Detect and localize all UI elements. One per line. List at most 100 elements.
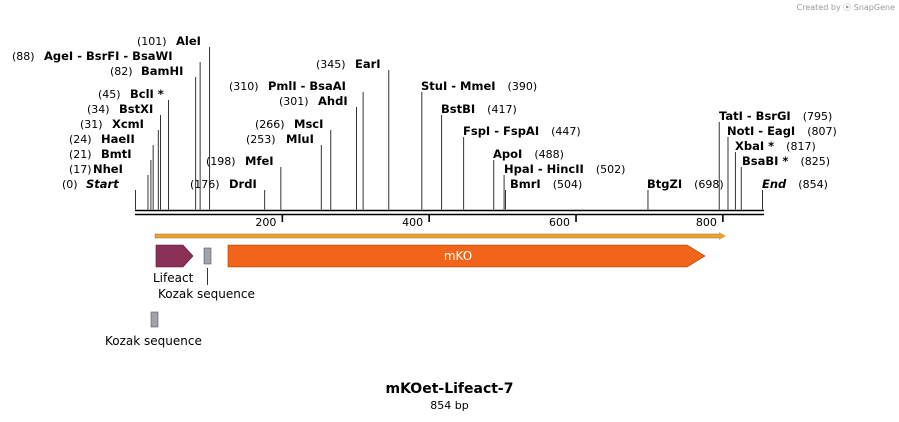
site-label-agei[interactable]: (88) AgeI - BsrFI - BsaWI xyxy=(12,49,173,63)
site-position: (82) xyxy=(110,65,133,78)
orf-bar[interactable] xyxy=(154,233,722,239)
site-name: XbaI * xyxy=(735,139,774,153)
ruler-tick-label: 200 xyxy=(255,216,276,229)
site-name: BmrI xyxy=(510,177,541,191)
site-position: (17) xyxy=(69,163,92,176)
site-position: (34) xyxy=(87,103,110,116)
site-name: BsaBI * xyxy=(742,154,788,168)
site-label-btgzi[interactable]: BtgZI (698) xyxy=(647,177,724,191)
site-name: XcmI xyxy=(112,117,144,131)
site-position: (21) xyxy=(69,148,92,161)
site-label-bmri[interactable]: BmrI (504) xyxy=(510,177,582,191)
site-label-bsabi[interactable]: BsaBI * (825) xyxy=(742,154,830,168)
site-position: (825) xyxy=(800,155,830,168)
site-label-alei[interactable]: (101) AleI xyxy=(137,34,201,48)
site-position: (176) xyxy=(190,178,220,191)
site-position: (253) xyxy=(246,133,276,146)
site-label-xcmi[interactable]: (31) XcmI xyxy=(80,117,144,131)
site-name: MfeI xyxy=(245,154,274,168)
plasmid-name: mKOet-Lifeact-7 xyxy=(385,381,514,397)
mko-feature[interactable] xyxy=(227,244,706,268)
lifeact-label: Lifeact xyxy=(153,271,194,285)
kozak-feature-2[interactable] xyxy=(150,311,159,328)
site-label-apoi[interactable]: ApoI (488) xyxy=(493,147,564,161)
site-name: End xyxy=(762,177,787,191)
site-name: HaeII xyxy=(101,132,135,146)
site-position: (45) xyxy=(98,88,121,101)
site-label-drdi[interactable]: (176) DrdI xyxy=(190,177,257,191)
site-label-ahdi[interactable]: (301) AhdI xyxy=(279,94,348,108)
site-label-pmli[interactable]: (310) PmlI - BsaAI xyxy=(229,79,346,93)
site-label-hpai[interactable]: HpaI - HincII (502) xyxy=(504,162,625,176)
site-position: (698) xyxy=(694,178,724,191)
site-position: (301) xyxy=(279,95,309,108)
site-position: (266) xyxy=(255,118,285,131)
site-name: NheI xyxy=(93,162,123,176)
lifeact-feature[interactable] xyxy=(155,244,194,268)
site-label-xbai[interactable]: XbaI *(817) xyxy=(735,139,816,153)
site-label-tati[interactable]: TatI - BsrGI (795) xyxy=(719,109,832,123)
site-label-stui[interactable]: StuI - MmeI(390) xyxy=(421,79,537,93)
site-position: (24) xyxy=(69,133,92,146)
site-position: (31) xyxy=(80,118,103,131)
site-label-fspi[interactable]: FspI - FspAI (447) xyxy=(463,124,581,138)
site-label-bstxi[interactable]: (34) BstXI xyxy=(87,102,153,116)
site-label-nhei[interactable]: (17)NheI xyxy=(69,162,123,176)
site-label-mfei[interactable]: (198) MfeI xyxy=(206,154,274,168)
site-label-noti[interactable]: NotI - EagI (807) xyxy=(727,124,837,138)
site-name: AhdI xyxy=(318,94,348,108)
site-position: (854) xyxy=(798,178,828,191)
site-position: (807) xyxy=(807,125,837,138)
site-label-end[interactable]: End (854) xyxy=(762,177,828,191)
site-position: (310) xyxy=(229,80,259,93)
site-name: MscI xyxy=(294,117,323,131)
mko-label: mKO xyxy=(444,249,472,263)
site-name: BclI * xyxy=(130,87,164,101)
site-position: (345) xyxy=(316,58,346,71)
site-label-bmti[interactable]: (21)BmtI xyxy=(69,147,132,161)
site-name: ApoI xyxy=(493,147,522,161)
site-label-bcli[interactable]: (45) BclI * xyxy=(98,87,164,101)
kozak-feature-1[interactable] xyxy=(203,247,212,265)
ruler-tick-label: 800 xyxy=(696,216,717,229)
site-position: (795) xyxy=(803,110,833,123)
snapgene-credit: Created by ⦿ SnapGene xyxy=(796,3,895,12)
site-name: PmlI - BsaAI xyxy=(268,79,346,93)
site-label-mlui[interactable]: (253) MluI xyxy=(246,132,314,146)
site-position: (198) xyxy=(206,155,236,168)
site-name: TatI - BsrGI xyxy=(719,109,791,123)
site-name: NotI - EagI xyxy=(727,124,795,138)
site-position: (502) xyxy=(596,163,626,176)
kozak-1-label: Kozak sequence xyxy=(158,287,255,301)
site-label-bamhi[interactable]: (82) BamHI xyxy=(110,64,183,78)
ruler-tick-label: 400 xyxy=(402,216,423,229)
site-label-eari[interactable]: (345) EarI xyxy=(316,57,381,71)
site-name: FspI - FspAI xyxy=(463,124,539,138)
site-label-start[interactable]: (0)Start xyxy=(62,177,119,191)
site-name: BstXI xyxy=(119,102,153,116)
site-name: MluI xyxy=(286,132,314,146)
site-name: BamHI xyxy=(141,64,183,78)
site-position: (504) xyxy=(553,178,583,191)
site-label-bstbi[interactable]: BstBI(417) xyxy=(441,102,517,116)
site-name: DrdI xyxy=(229,177,257,191)
site-name: HpaI - HincII xyxy=(504,162,584,176)
site-name: AgeI - BsrFI - BsaWI xyxy=(44,49,173,63)
site-name: BstBI xyxy=(441,102,475,116)
plasmid-length: 854 bp xyxy=(430,399,469,412)
site-label-msci[interactable]: (266) MscI xyxy=(255,117,323,131)
site-position: (101) xyxy=(137,35,167,48)
kozak-2-label: Kozak sequence xyxy=(105,334,202,348)
site-position: (88) xyxy=(12,50,35,63)
site-name: StuI - MmeI xyxy=(421,79,496,93)
site-name: BtgZI xyxy=(647,177,682,191)
ruler-tick-label: 600 xyxy=(549,216,570,229)
site-name: Start xyxy=(86,177,119,191)
site-position: (447) xyxy=(551,125,581,138)
site-label-haeii[interactable]: (24) HaeII xyxy=(69,132,135,146)
site-name: AleI xyxy=(176,34,201,48)
sequence-map: 200 400 600 800 (0)Start(17)NheI(21)BmtI(24… xyxy=(12,34,837,348)
site-position: (488) xyxy=(534,148,564,161)
site-name: EarI xyxy=(355,57,381,71)
orf-arrowhead xyxy=(719,232,726,240)
